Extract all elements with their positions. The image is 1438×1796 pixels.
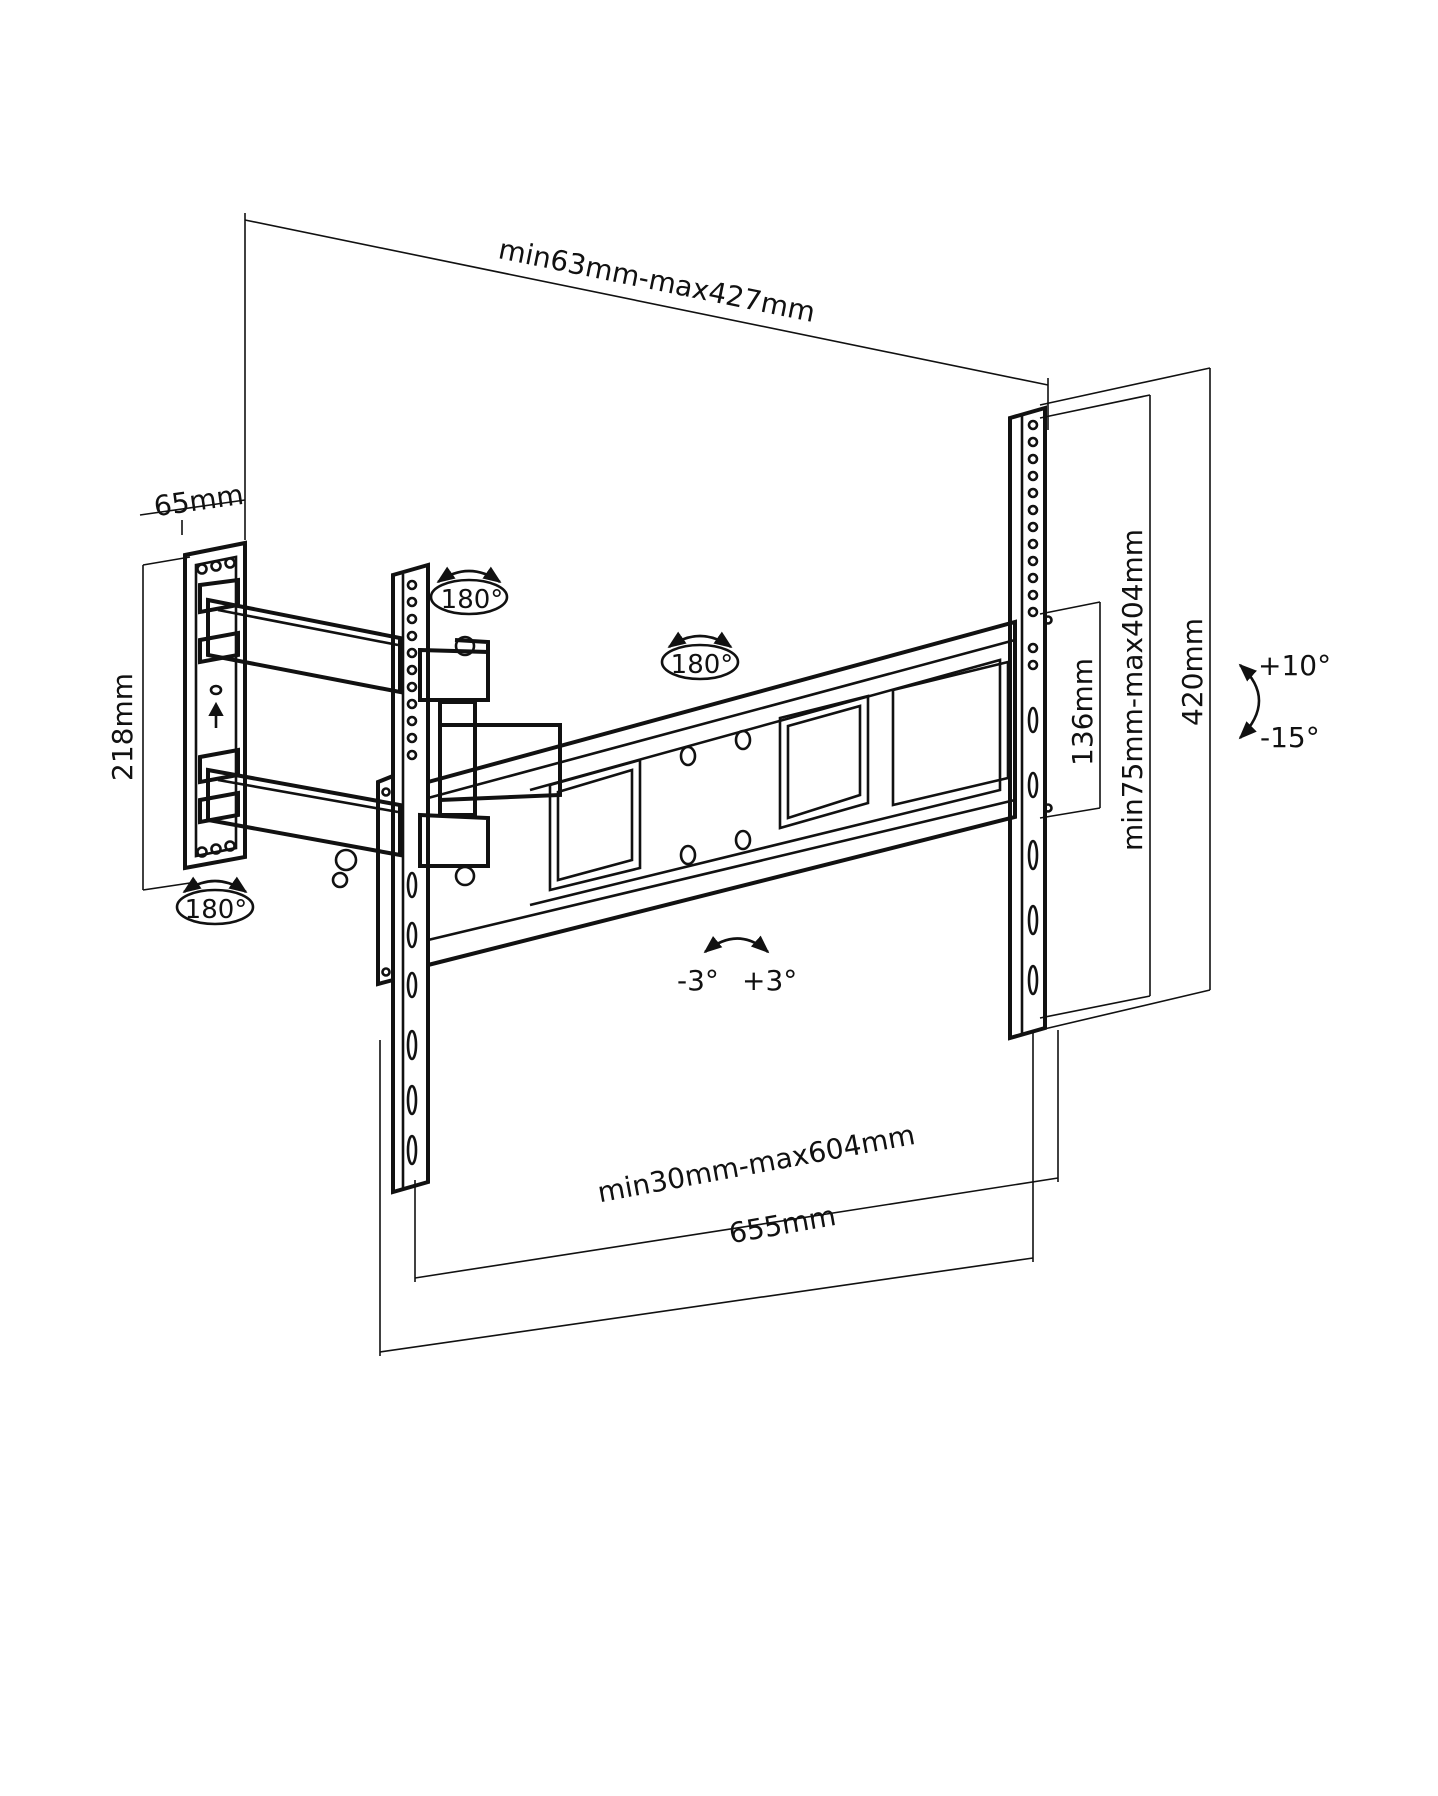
right-vertical-bar — [1008, 405, 1053, 1041]
level-minus-label: -3° — [677, 964, 719, 997]
tilt-arrow-icon — [1238, 663, 1261, 740]
rotation-arrow-icon — [175, 876, 255, 926]
up-arrow-icon — [208, 701, 224, 728]
wall-plate — [183, 540, 358, 889]
right-bar-holes — [1027, 419, 1039, 996]
crossbar-swivel-label: 180° — [671, 650, 734, 680]
level-arrow-icon — [703, 935, 770, 954]
vertical-spacing-label: min75mm-max404mm — [1116, 529, 1149, 851]
wall-plate-swivel-label: 180° — [185, 895, 248, 925]
arm-swivel-label: 180° — [441, 585, 504, 615]
level-plus-label: +3° — [742, 964, 797, 997]
swing-arms — [206, 597, 562, 887]
inner-spacing-label: 136mm — [1066, 658, 1099, 766]
rotation-arrow-icon — [660, 631, 740, 681]
left-bar-holes — [406, 579, 418, 1166]
rotation-arrow-icon — [429, 566, 509, 616]
overall-width-label: 655mm — [726, 1199, 838, 1250]
wall-plate-depth-label: 65mm — [152, 478, 246, 523]
tilt-down-label: -15° — [1260, 721, 1320, 754]
bracket-height-label: 420mm — [1176, 618, 1209, 726]
tilt-up-label: +10° — [1258, 649, 1331, 682]
dimension-lines — [139, 213, 1211, 1356]
wall-plate-height-label: 218mm — [106, 673, 139, 781]
horizontal-spacing-label: min30mm-max604mm — [595, 1118, 918, 1209]
left-vertical-bar — [376, 562, 430, 1195]
